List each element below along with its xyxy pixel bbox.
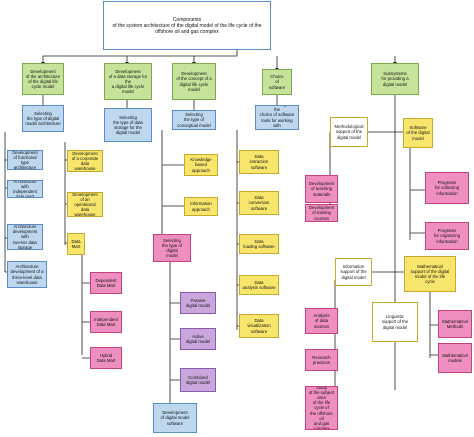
model-item: Active digital model: [180, 328, 216, 350]
data-mart-item: Hybrid Data Mart: [90, 347, 122, 369]
info-item: Research practices: [305, 349, 338, 371]
program-item: Programs for collecting information: [425, 172, 469, 204]
branch-data-storage: Development of a data storage for the a …: [104, 63, 152, 100]
selecting-storage: Selecting the type of data storage for t…: [104, 108, 152, 142]
software-item: Data analysis software: [239, 275, 279, 295]
selecting-concept: Selecting the type of conceptual model: [172, 110, 216, 130]
branch-architecture: Development of the architecture of the d…: [22, 63, 64, 95]
branch-subsystems: Subsystems for providing a digital model: [371, 63, 419, 95]
software-item: Data visualization software: [239, 314, 279, 338]
program-item: Programs for organizing information: [425, 222, 469, 250]
model-software-box: Development of digital model software: [153, 403, 197, 433]
model-item: Passive digital model: [180, 292, 216, 314]
concept-item: Information approach: [184, 197, 218, 216]
training-item: Development of training courses: [305, 204, 338, 222]
selecting-software: Selecting the choice of software tools f…: [255, 105, 299, 130]
model-item: Combined digital model: [180, 368, 216, 392]
software-item: Data conversion software: [239, 191, 279, 215]
arch-item: Architecture development of a three-leve…: [7, 261, 47, 288]
connector-lines: [4, 50, 438, 413]
data-mart-item: Dependent Data Mart: [90, 272, 122, 294]
root-box: Components of the system architecture of…: [103, 1, 271, 50]
arch-item: Architecture with independent data mart: [7, 180, 43, 198]
info-item: Study of the subject area of the life cy…: [305, 386, 338, 430]
selecting-model: Selecting the type of digital model: [153, 234, 191, 262]
arrow-heads: [41, 62, 397, 71]
math-item: Mathematical Methods: [438, 310, 472, 338]
methodological-support: Methodological support of the digital mo…: [330, 117, 368, 147]
mathematical-support: Mathematical support of the digital mode…: [404, 256, 456, 292]
software-support: Software of the digital model: [403, 118, 433, 148]
selecting-architecture: Selecting the type of digital model arch…: [22, 105, 64, 132]
data-mart-item: Independent Data Mart: [90, 311, 122, 333]
arch-item: Development of functional type architect…: [7, 150, 43, 170]
arch-item: Architecture development with two-tier d…: [7, 224, 43, 250]
storage-item: Development of an operational data wareh…: [67, 192, 103, 217]
linguistic-support: Linguistic support of the digital model: [372, 302, 418, 342]
branch-concept: Development of the concept of a digital …: [172, 63, 216, 100]
branch-software: Choice of software: [262, 69, 292, 95]
concept-item: Knowledge based approach: [184, 154, 218, 176]
math-item: Mathematical models: [438, 343, 472, 373]
software-item: Data loading software: [239, 234, 279, 254]
information-support: Information support of the digital model: [335, 258, 372, 286]
software-item: Data extraction software: [239, 150, 279, 174]
training-item: Development of teaching materials: [305, 175, 338, 203]
info-item: Analysis of data sources: [305, 308, 338, 334]
data-mart-box: Data Mart: [67, 233, 85, 255]
storage-item: Development of a corporate data warehous…: [67, 150, 103, 172]
